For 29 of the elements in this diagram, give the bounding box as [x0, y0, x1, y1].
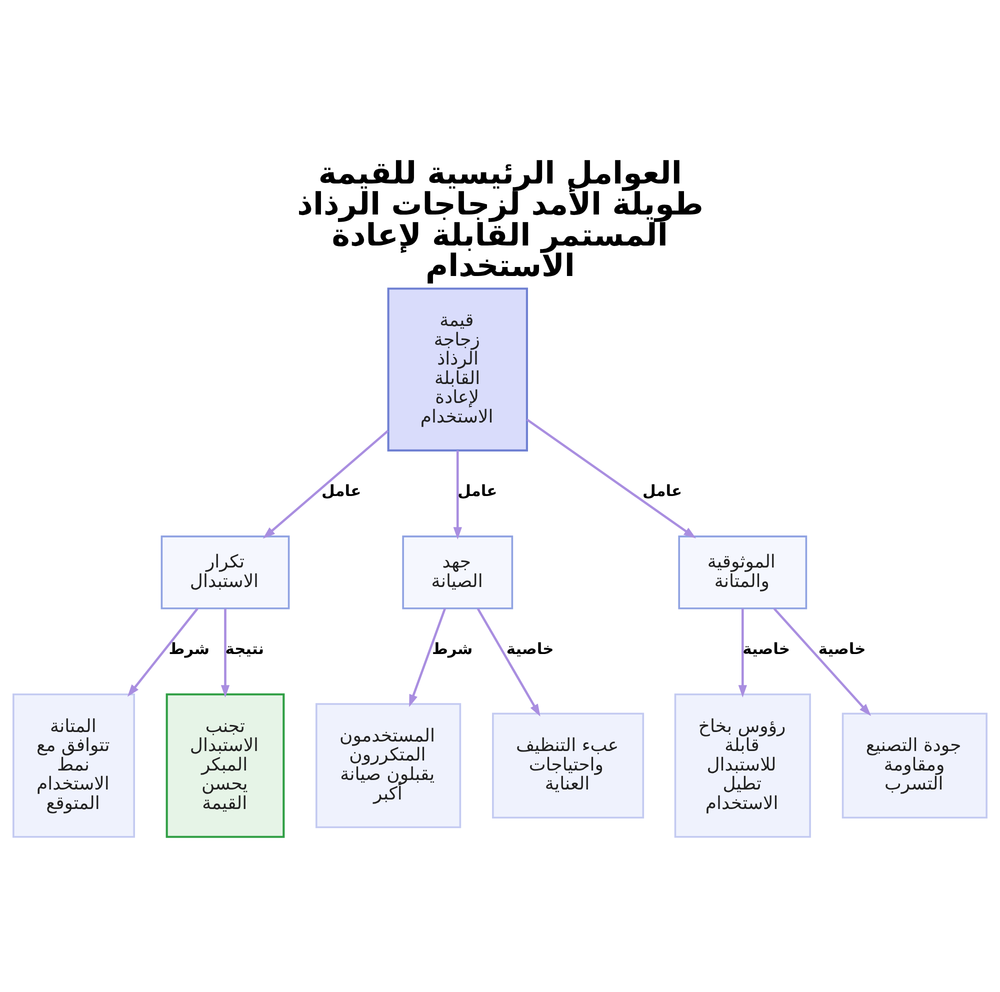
- node-box: تجنب الاستبدال المبكر يحسن القيمة: [166, 693, 285, 838]
- arrow: [220, 608, 230, 698]
- node-box: قيمة زجاجة الرذاذ القابلة لإعادة الاستخدام: [387, 288, 528, 452]
- diagram-title: العوامل الرئيسية للقيمة طويلة الأمد لزجاجات الرذاذ المستمر القابلة لإعادة الاستخدام: [297, 156, 704, 284]
- arrow: [526, 418, 696, 538]
- edge-label: شرط: [432, 640, 473, 658]
- edge-label: شرط: [168, 640, 210, 658]
- edge-label: خاصية: [506, 640, 554, 658]
- arrow: [773, 608, 872, 716]
- edge-label: عامل: [642, 482, 682, 500]
- node-box: جهد الصيانة: [402, 536, 514, 610]
- node-box: المستخدمون المتكررون يقبلون صيانة أكبر: [316, 703, 462, 828]
- arrow: [476, 608, 540, 716]
- edge-label: عامل: [458, 482, 498, 500]
- node-box: جودة التصنيع ومقاومة التسرب: [842, 712, 988, 818]
- arrow: [262, 430, 389, 539]
- node-box: رؤوس بخاخ قابلة للاستبدال تطيل الاستخدام: [674, 693, 811, 838]
- edge-label: خاصية: [742, 640, 790, 658]
- arrow: [127, 608, 198, 697]
- node-box: المتانة تتوافق مع نمط الاستخدام المتوقع: [12, 693, 135, 838]
- edge-label: خاصية: [818, 640, 866, 658]
- node-box: الموثوقية والمتانة: [678, 536, 808, 610]
- edge-label: عامل: [322, 482, 362, 500]
- arrow: [738, 608, 747, 698]
- node-box: عبء التنظيف واحتياجات العناية: [492, 712, 644, 818]
- node-box: تكرار الاستبدال: [160, 536, 290, 610]
- edge-label: نتيجة: [225, 640, 264, 658]
- arrow: [409, 608, 446, 707]
- arrow: [453, 450, 462, 540]
